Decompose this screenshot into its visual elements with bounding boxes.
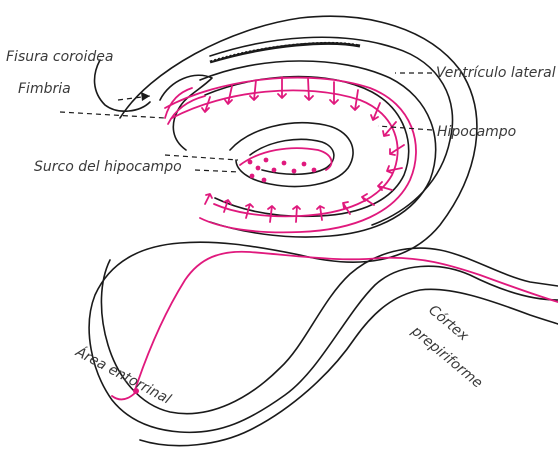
entorhinal-branch	[112, 392, 136, 399]
leader-lines	[60, 73, 432, 172]
pyramid-5	[305, 78, 313, 100]
fisura-arrowhead	[141, 92, 150, 101]
leader-fimbria	[60, 112, 165, 118]
pyramid-3	[250, 80, 258, 100]
mossy-fibers	[240, 148, 332, 170]
label-ventriculo-lateral: Ventrículo lateral	[436, 66, 556, 80]
label-fimbria: Fimbria	[18, 82, 71, 96]
fisura-curve	[95, 60, 150, 111]
label-fisura-coroidea: Fisura coroidea	[6, 50, 113, 64]
choroid-plexus	[210, 41, 360, 62]
pyramid-16	[293, 206, 300, 222]
alveus-arc-outer	[165, 78, 416, 233]
inner-cortex-contour	[140, 289, 558, 445]
leader-arrowheads	[141, 92, 150, 101]
leader-surco-2	[195, 170, 240, 172]
fimbria-hook	[160, 75, 212, 150]
white-matter-band	[101, 248, 558, 414]
dentate-inner	[250, 139, 334, 174]
pyramid-4	[278, 77, 286, 98]
label-surco-hipocampo: Surco del hipocampo	[34, 160, 182, 174]
pyramid-2	[225, 86, 232, 104]
label-hipocampo: Hipocampo	[437, 125, 516, 139]
pyramid-20	[205, 194, 212, 204]
